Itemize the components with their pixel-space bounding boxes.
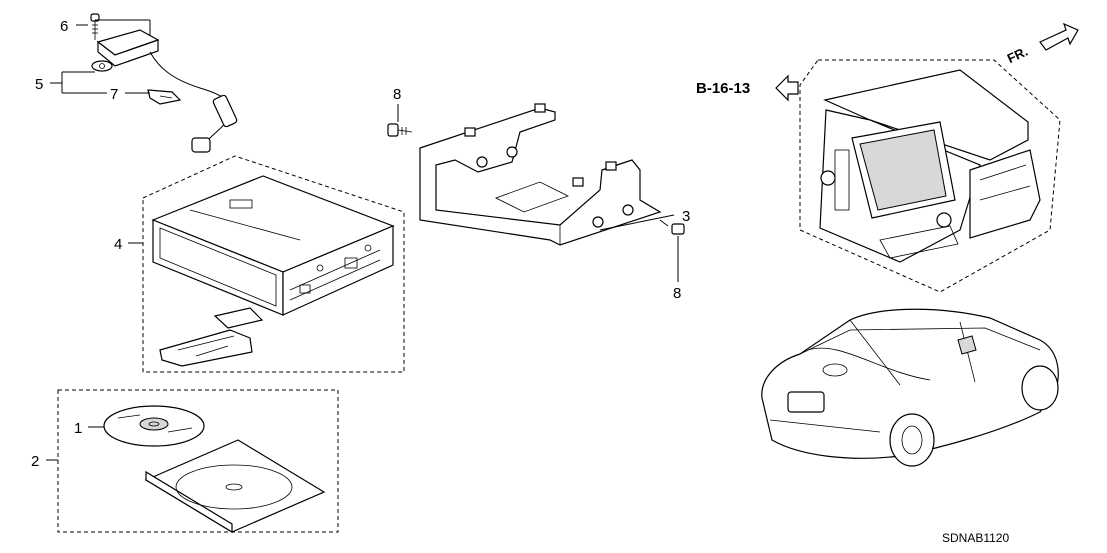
cable-plug <box>191 137 211 153</box>
callout-8-upper: 8 <box>393 86 401 103</box>
unit-bracket <box>419 107 662 246</box>
bracket-screw-lower <box>659 219 685 235</box>
disc-group <box>46 389 339 534</box>
front-direction-indicator <box>1039 22 1079 51</box>
navigation-unit-group <box>128 155 405 373</box>
navigation-disc <box>103 405 205 447</box>
callout-5: 5 <box>35 76 43 93</box>
callout-6: 6 <box>60 18 68 35</box>
mounting-plate-large <box>159 329 253 367</box>
gps-antenna-assembly <box>50 13 238 153</box>
antenna-screw <box>90 13 100 40</box>
callout-7: 7 <box>110 86 118 103</box>
callout-2: 2 <box>31 453 39 470</box>
dash-panel-assembly <box>799 59 1061 293</box>
disc-case <box>144 439 326 534</box>
bracket-screw-upper <box>387 123 413 137</box>
cable-connector-sleeve <box>212 94 238 128</box>
unit-bracket-group <box>387 103 685 282</box>
vehicle-illustration <box>761 308 1059 467</box>
callout-4: 4 <box>114 236 122 253</box>
mounting-plate-small <box>213 307 264 329</box>
callout-8-lower: 8 <box>673 285 681 302</box>
navigation-unit-side <box>282 225 394 316</box>
front-direction-label: FR. <box>1005 44 1030 66</box>
reference-arrow <box>775 74 799 102</box>
gps-antenna-body <box>91 29 160 72</box>
antenna-clip <box>147 89 182 105</box>
reference-label: B-16-13 <box>696 80 750 97</box>
callout-3: 3 <box>682 208 690 225</box>
diagram-code: SDNAB1120 <box>942 531 1009 545</box>
callout-1: 1 <box>74 420 82 437</box>
